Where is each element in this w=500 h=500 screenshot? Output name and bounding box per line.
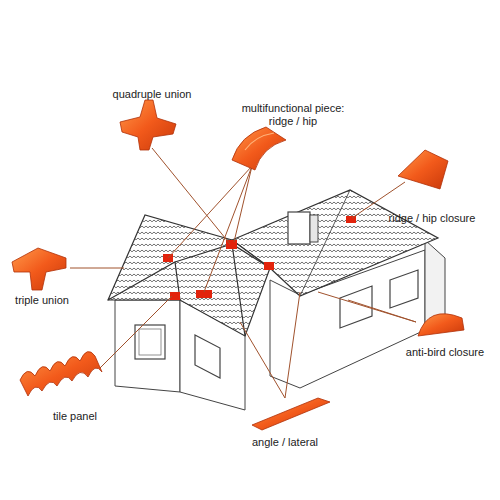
leader-line — [285, 292, 300, 398]
angle-lateral-icon — [252, 398, 330, 430]
ridge-piece-highlight — [245, 133, 274, 150]
leader-line — [152, 148, 230, 244]
window — [195, 335, 220, 378]
leader-line — [70, 268, 124, 269]
leader-line — [240, 322, 285, 398]
leader-line — [318, 292, 416, 322]
anti-bird-closure-icon — [418, 314, 464, 336]
chimney-side — [310, 215, 318, 242]
leader-line — [168, 166, 252, 258]
window-frame — [139, 329, 161, 355]
ridge-piece-icon — [232, 127, 286, 170]
window — [390, 270, 418, 308]
window — [135, 325, 165, 359]
ridge-line — [175, 244, 270, 268]
left-hip-roof — [108, 215, 270, 336]
part-label: triple union — [0, 294, 87, 307]
accessory-mark — [264, 262, 274, 270]
part-label: quadruple union — [92, 88, 212, 101]
valley-line — [232, 244, 245, 336]
leader-line — [204, 166, 252, 292]
leader-line — [100, 296, 172, 368]
part-label: anti-bird closure — [390, 346, 500, 359]
accessory-mark — [346, 216, 356, 223]
triple-union-icon — [12, 248, 66, 290]
front-wall — [115, 300, 180, 392]
part-label: multifunctional piece: ridge / hip — [228, 102, 358, 128]
chimney — [288, 212, 310, 244]
leader-line — [234, 166, 252, 242]
part-label: ridge / hip closure — [372, 212, 492, 225]
quadruple-union-icon — [120, 100, 176, 150]
tile-panel-icon — [20, 352, 102, 396]
part-label: angle / lateral — [230, 436, 340, 449]
part-label: tile panel — [30, 410, 120, 423]
leader-line — [348, 300, 416, 322]
ridge-closure-icon — [398, 150, 448, 189]
